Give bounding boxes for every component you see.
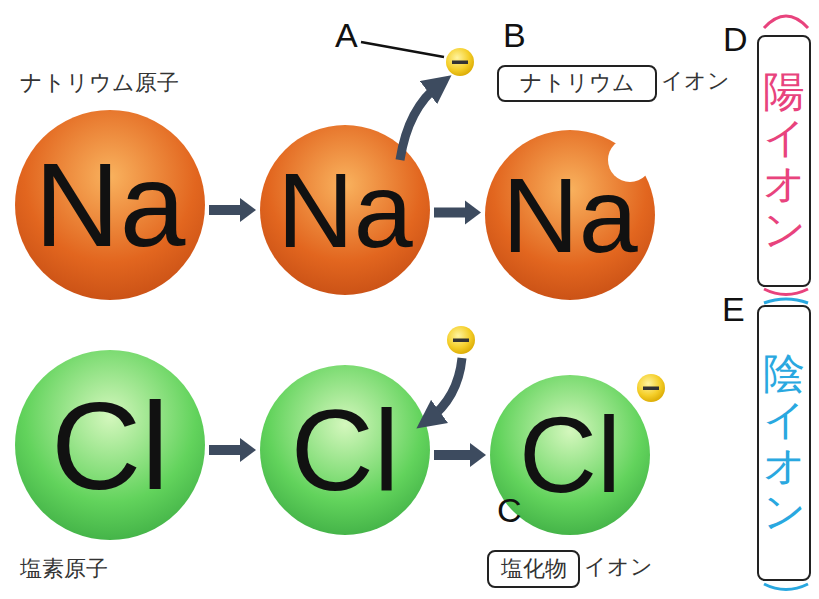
electron	[446, 48, 474, 76]
ion-type-text: 陰イオン	[763, 351, 805, 536]
paren-pink-top	[764, 16, 808, 28]
answer-box: 塩化物	[487, 550, 580, 588]
leader-line	[361, 42, 444, 57]
callout-letter: A	[335, 18, 358, 52]
atom-caption: 塩素原子	[20, 556, 108, 582]
element-symbol: Na	[502, 162, 638, 268]
paren-cyan-bottom	[764, 584, 808, 590]
callout-letter: D	[723, 22, 748, 56]
reaction-arrow	[434, 443, 486, 467]
reaction-arrow	[209, 198, 256, 222]
answer-box: 陰イオン	[757, 305, 811, 581]
answer-box: ナトリウム	[497, 65, 657, 102]
reaction-arrow	[209, 438, 256, 462]
reaction-arrow	[434, 201, 481, 225]
atom-caption: ナトリウム原子	[20, 70, 179, 96]
element-symbol: Cl	[291, 393, 400, 508]
electron	[447, 326, 475, 354]
paren-cyan-top	[764, 299, 808, 303]
sodium-ion: Na	[485, 130, 655, 300]
element-symbol: Na	[35, 146, 186, 264]
answer-text: 塩化物	[501, 556, 567, 582]
paren-pink-bottom	[764, 289, 808, 295]
ion-suffix: イオン	[661, 68, 730, 94]
curved-arrow	[428, 358, 462, 420]
ion-type-text: 陽イオン	[763, 69, 805, 254]
callout-letter: B	[503, 18, 526, 52]
answer-text: ナトリウム	[520, 70, 635, 96]
electron	[637, 374, 665, 402]
electron-hole	[608, 138, 652, 182]
element-symbol: Cl	[51, 383, 169, 508]
sodium-atom: Na	[15, 110, 205, 300]
ion-suffix: イオン	[584, 554, 653, 580]
element-symbol: Na	[277, 157, 413, 263]
answer-box: 陽イオン	[757, 35, 811, 287]
chlorine-atom: Cl	[15, 350, 205, 540]
sodium-atom: Na	[260, 125, 430, 295]
curved-arrow	[400, 84, 440, 160]
callout-letter: E	[722, 292, 745, 326]
element-symbol: Cl	[519, 401, 621, 509]
callout-letter: C	[497, 493, 522, 527]
chlorine-atom: Cl	[260, 365, 430, 535]
